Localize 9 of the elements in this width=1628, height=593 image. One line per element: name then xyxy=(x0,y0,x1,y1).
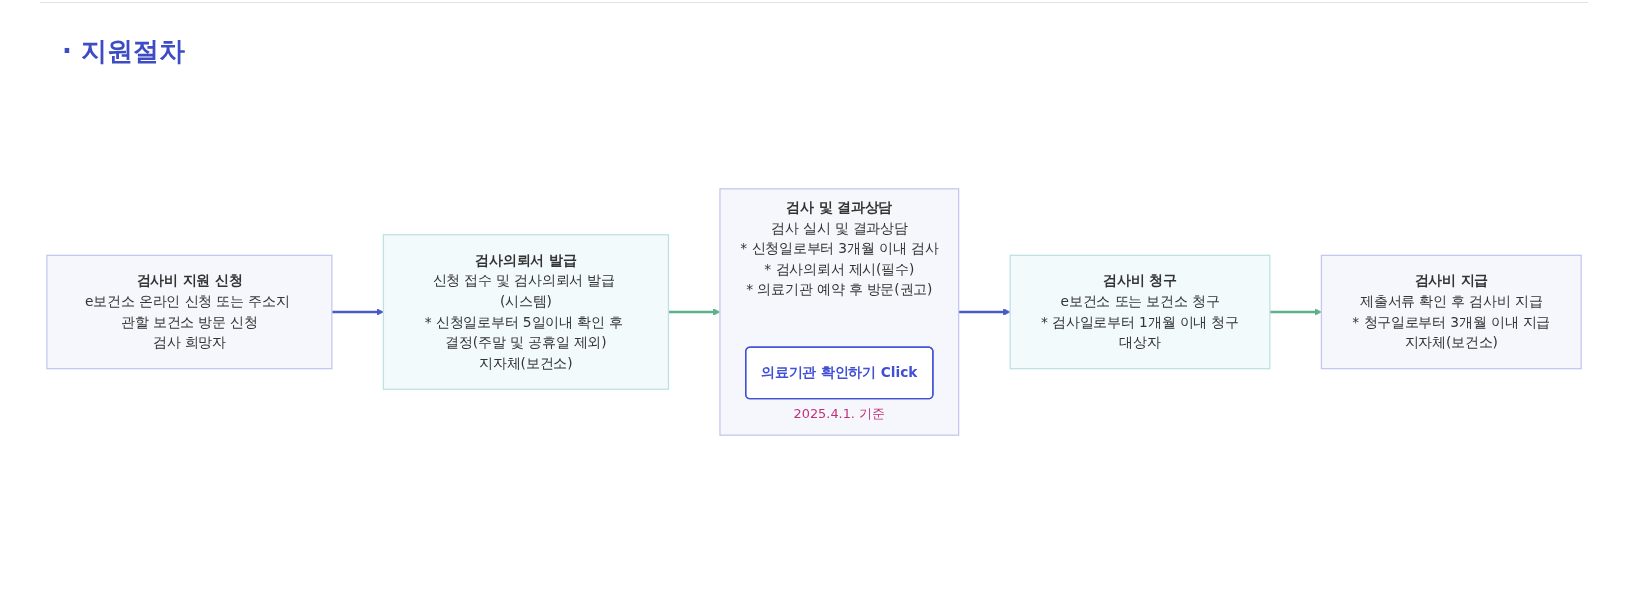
arrow xyxy=(1269,308,1322,316)
arrow xyxy=(958,308,1011,316)
arrow xyxy=(331,308,384,316)
node-box: 검사의뢰서 발급 신청 접수 및 검사의뢰서 발급 (시스템) * 신청일로부터 5일이내 확인 후 결정(주말 및 공휴일 제외) 지자체(보건소) xyxy=(382,234,670,390)
section-title: · 지원절차 xyxy=(62,35,185,68)
node-box: 검사비 지원 신청 e보건소 온라인 신청 또는 주소지 관할 보건소 방문 신청 검사 희망자 xyxy=(46,254,333,370)
node-box: 검사비 지급 제출서류 확인 후 검사비 지급 * 청구일로부터 3개월 이내 지급 지자체(보건소) xyxy=(1320,254,1582,370)
date-note: 2025.4.1. 기준 xyxy=(793,405,886,421)
node-box: 검사비 청구 e보건소 또는 보건소 청구 * 검사일로부터 1개월 이내 청구 대상자 xyxy=(1009,254,1271,370)
